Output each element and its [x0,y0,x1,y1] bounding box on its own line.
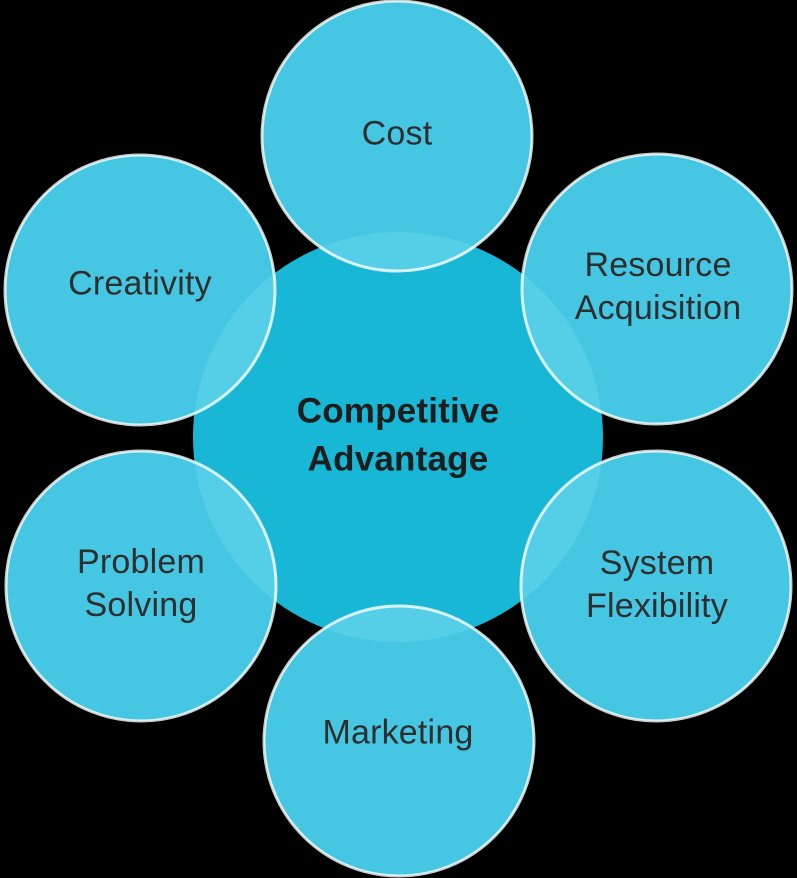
node-label-resource-acquisition: Resource Acquisition [574,246,742,327]
node-circle-creativity [3,153,277,427]
node-label-marketing: Marketing [322,713,474,752]
node-circle-system-flexibility [519,449,793,723]
node-label-cost: Cost [361,114,433,153]
node-circle-problem-solving [4,449,278,723]
center-label-competitive-advantage: Competitive Advantage [296,391,500,478]
node-label-problem-solving: Problem Solving [76,543,206,624]
node-circle-marketing [262,604,536,878]
node-label-creativity: Creativity [68,264,212,303]
node-circle-cost [260,0,534,273]
node-circle-resource-acquisition [520,152,794,426]
center-circle [193,232,603,642]
node-label-system-flexibility: System Flexibility [585,544,729,625]
